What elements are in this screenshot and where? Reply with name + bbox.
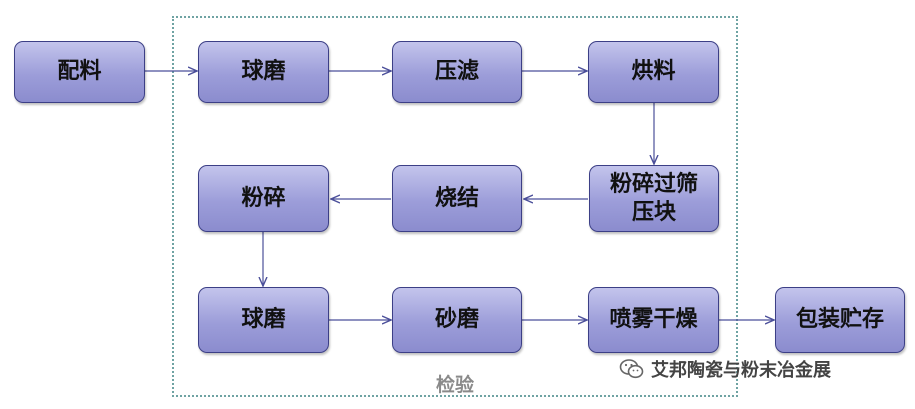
node-qiumo-1: 球磨 bbox=[198, 41, 329, 103]
node-yalv: 压滤 bbox=[392, 41, 522, 103]
node-qiumo-2: 球磨 bbox=[198, 287, 329, 353]
node-yalv-label: 压滤 bbox=[434, 59, 479, 85]
node-hongliao-label: 烘料 bbox=[631, 59, 676, 85]
node-penwu-ganzao-label: 喷雾干燥 bbox=[609, 307, 698, 333]
node-baozhuang-zhucun-label: 包装贮存 bbox=[795, 307, 884, 333]
inspection-frame bbox=[172, 16, 738, 397]
watermark: 艾邦陶瓷与粉末冶金展 bbox=[619, 356, 831, 382]
node-shaojie-label: 烧结 bbox=[434, 185, 479, 211]
node-shamo: 砂磨 bbox=[392, 287, 522, 353]
node-hongliao: 烘料 bbox=[588, 41, 719, 103]
node-peiliao: 配料 bbox=[14, 41, 145, 103]
watermark-text: 艾邦陶瓷与粉末冶金展 bbox=[651, 360, 831, 381]
node-peiliao-label: 配料 bbox=[57, 59, 102, 85]
node-fensui-guoshai-yakuai-label: 粉碎过筛 压块 bbox=[609, 172, 698, 225]
node-penwu-ganzao: 喷雾干燥 bbox=[588, 287, 719, 353]
node-fensui-label: 粉碎 bbox=[241, 185, 286, 211]
node-fensui: 粉碎 bbox=[198, 165, 329, 232]
node-qiumo-2-label: 球磨 bbox=[241, 307, 286, 333]
node-baozhuang-zhucun: 包装贮存 bbox=[775, 287, 905, 353]
node-fensui-guoshai-yakuai: 粉碎过筛 压块 bbox=[589, 165, 719, 232]
node-qiumo-1-label: 球磨 bbox=[241, 59, 286, 85]
node-shamo-label: 砂磨 bbox=[434, 307, 479, 333]
frame-label-inspection: 检验 bbox=[436, 374, 475, 396]
node-shaojie: 烧结 bbox=[392, 165, 522, 232]
wechat-icon bbox=[619, 359, 644, 379]
